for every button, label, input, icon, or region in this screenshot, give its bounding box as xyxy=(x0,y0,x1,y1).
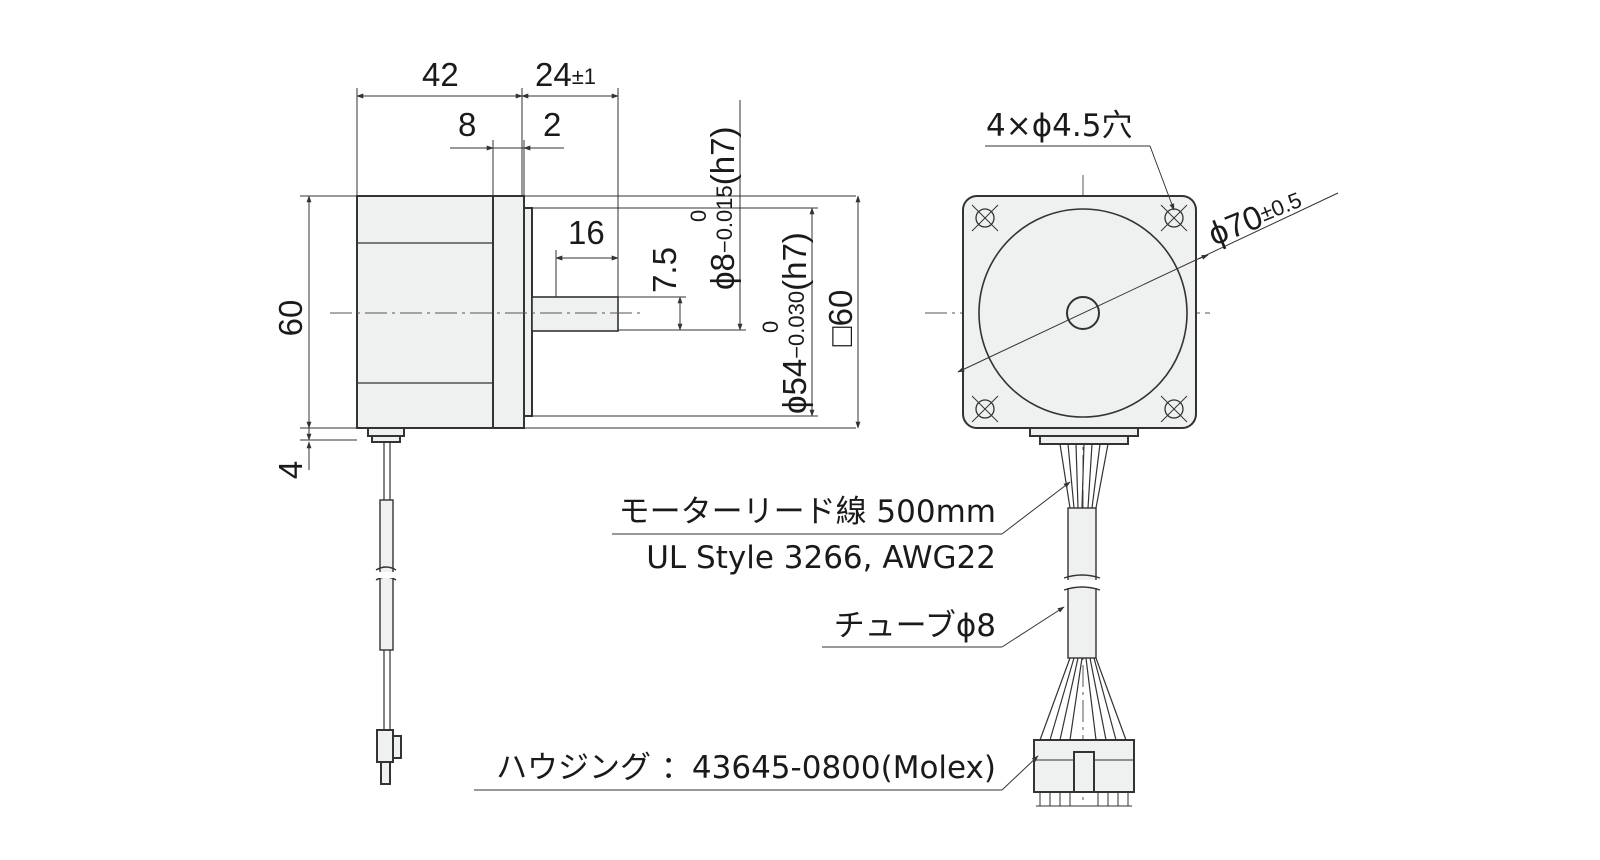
dim-step-2: 2 xyxy=(543,106,561,143)
callout-tube: チューブϕ8 xyxy=(834,608,996,644)
motor-shaft xyxy=(531,296,619,332)
dim-shaft-dia: ϕ8−0.015(h7) xyxy=(704,127,741,290)
side-lead-wire xyxy=(367,427,405,785)
dim-shaft-24: 24±1 xyxy=(535,56,596,93)
motor-pilot xyxy=(523,207,533,417)
dim-key-16: 16 xyxy=(568,214,605,251)
dim-offset-4: 4 xyxy=(272,461,309,479)
dim-mounting-holes: 4×ϕ4.5穴 xyxy=(986,108,1132,144)
dim-length-42: 42 xyxy=(422,56,459,93)
dim-square-60: □60 xyxy=(822,290,859,347)
dim-flat-7-5: 7.5 xyxy=(646,247,683,293)
dim-pilot-dia: ϕ54−0.030(h7) xyxy=(776,232,813,414)
callout-lead-spec: UL Style 3266, AWG22 xyxy=(646,540,996,576)
front-view: 4×ϕ4.5穴 ϕ70±0.5 xyxy=(925,108,1339,807)
motor-flange xyxy=(492,195,525,429)
side-view: 42 24±1 8 2 16 60 4 7.5 ϕ8−0.015(h7) 0 ϕ… xyxy=(272,56,861,785)
callout-lead-wire: モーターリード線 500mm xyxy=(619,494,996,530)
dim-pcd-70: ϕ70±0.5 xyxy=(1203,182,1308,253)
motor-body xyxy=(356,195,494,429)
dim-height-60: 60 xyxy=(272,300,309,337)
front-lead-wire xyxy=(1029,427,1139,741)
callouts: モーターリード線 500mm UL Style 3266, AWG22 チューブ… xyxy=(474,481,1071,791)
shaft-tol-upper: 0 xyxy=(686,210,711,222)
connector-housing xyxy=(1033,739,1135,807)
dim-flange-8: 8 xyxy=(458,106,476,143)
pilot-tol-upper: 0 xyxy=(758,321,783,333)
callout-housing: ハウジング ：43645-0800(Molex) xyxy=(496,750,996,786)
